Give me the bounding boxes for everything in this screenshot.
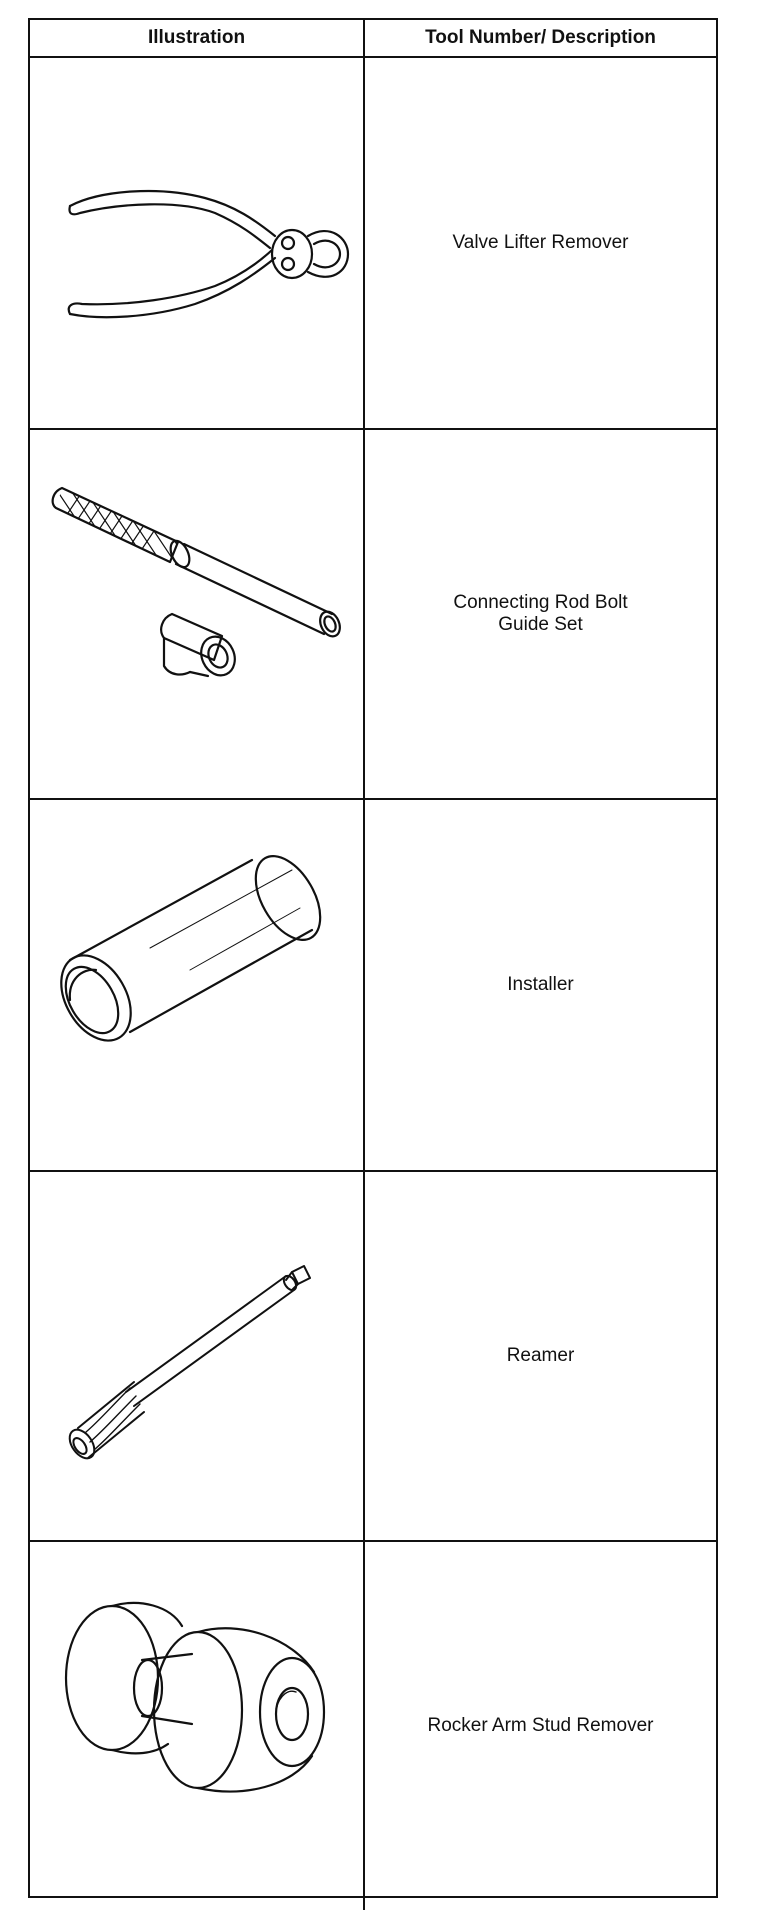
description-cell: Valve Lifter Remover xyxy=(364,57,716,430)
table-row: Valve Lifter Remover xyxy=(30,57,716,430)
description-column-header: Tool Number/ Description xyxy=(364,20,716,58)
connecting-rod-bolt-guide-set-icon xyxy=(51,486,341,678)
illustration-cell xyxy=(30,799,365,1172)
illustration-cell xyxy=(30,1171,365,1542)
tools-table: Illustration Tool Number/ Description xyxy=(30,20,716,1910)
tool-description: Reamer xyxy=(506,1345,575,1366)
table-row: Installer xyxy=(30,799,716,1172)
tool-description: Installer xyxy=(507,974,574,995)
tool-description: Rocker Arm Stud Remover xyxy=(427,1715,654,1736)
rocker-arm-stud-remover-icon xyxy=(64,1601,326,1793)
description-cell: Installer xyxy=(364,799,716,1172)
reamer-icon xyxy=(68,1265,311,1460)
illustration-cell xyxy=(30,1541,365,1910)
tools-table-page: Illustration Tool Number/ Description xyxy=(28,18,718,1910)
installer-cylinder-icon xyxy=(60,854,322,1042)
table-header-row: Illustration Tool Number/ Description xyxy=(30,20,716,58)
description-cell: Connecting Rod Bolt Guide Set xyxy=(364,429,716,800)
table-row: Reamer xyxy=(30,1171,716,1542)
valve-lifter-remover-pliers-icon xyxy=(67,189,350,319)
description-cell: Rocker Arm Stud Remover xyxy=(364,1541,716,1910)
description-cell: Reamer xyxy=(364,1171,716,1542)
illustration-cell xyxy=(30,429,365,800)
table-row: Connecting Rod Bolt Guide Set xyxy=(30,429,716,800)
illustration-column-header: Illustration xyxy=(30,20,365,58)
tool-description: Connecting Rod Bolt Guide Set xyxy=(453,592,628,635)
illustration-cell xyxy=(30,57,365,430)
tool-description: Valve Lifter Remover xyxy=(452,232,629,253)
table-row: Rocker Arm Stud Remover xyxy=(30,1541,716,1910)
